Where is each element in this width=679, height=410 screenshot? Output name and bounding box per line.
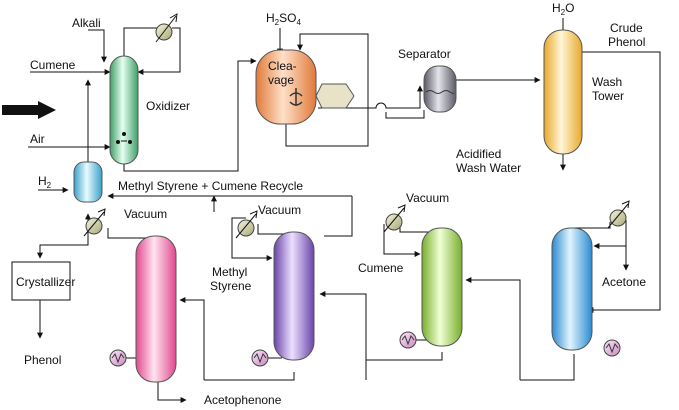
wash-tower [543,29,583,155]
label-separator: Separator [398,47,451,61]
condenser-column-4-icon [607,200,630,229]
hydrogenation-reactor [73,161,103,203]
label-h2so4: H2SO4 [266,11,301,27]
condenser-oxidizer-icon [155,13,178,43]
reboilers [109,331,621,367]
motor-icon [315,83,355,109]
main-feed-arrow [2,101,56,119]
piping [2,18,661,403]
label-acetone: Acetone [602,275,646,289]
label-methyl-styrene-1: Methyl [212,265,247,279]
distillation-column-4 [551,227,593,351]
reboiler-column-1-icon [109,349,127,367]
condenser-column-2-icon [235,210,258,239]
condensers [83,13,630,239]
label-cumene-product: Cumene [358,261,404,275]
label-cleavage-1: Clea- [268,59,297,73]
distillation-column-2 [273,231,315,361]
crystallizer-box [11,261,71,301]
label-cleavage-2: vage [268,73,294,87]
label-acetophenone: Acetophenone [204,393,282,407]
reboiler-column-4-icon [603,339,621,357]
label-phenol: Phenol [24,353,61,367]
label-recycle: Methyl Styrene + Cumene Recycle [118,179,303,193]
label-vacuum-3: Vacuum [406,191,449,205]
cleavage-vessel [255,49,317,125]
condenser-column-1-icon [83,208,106,237]
label-vacuum-2: Vacuum [258,203,301,217]
distillation-column-1 [135,235,177,383]
oxidizer-vessel [109,55,139,165]
separator-vessel [423,65,457,113]
reboiler-column-3-icon [399,331,417,349]
label-crude-phenol-1: Crude [610,21,643,35]
label-acidified-1: Acidified [456,147,501,161]
label-wash-tower-1: Wash [592,75,622,89]
label-crystallizer: Crystallizer [16,275,75,289]
label-crude-phenol-2: Phenol [608,35,645,49]
label-wash-tower-2: Tower [592,89,624,103]
label-h2o: H2O [552,1,574,17]
label-h2: H2 [38,174,52,190]
label-air: Air [30,132,45,146]
labels: Alkali Cumene Air Oxidizer H2 H2SO4 Clea… [16,1,646,407]
label-oxidizer: Oxidizer [146,99,190,113]
reboiler-column-2-icon [251,349,269,367]
agitator-icon [289,88,303,106]
equipment [11,29,593,383]
label-acidified-2: Wash Water [456,161,521,175]
label-cumene-feed: Cumene [30,58,76,72]
condenser-column-3-icon [383,204,406,233]
label-methyl-styrene-2: Styrene [210,279,252,293]
distillation-column-3 [421,227,463,347]
label-vacuum-1: Vacuum [124,207,167,221]
label-alkali: Alkali [72,16,101,30]
